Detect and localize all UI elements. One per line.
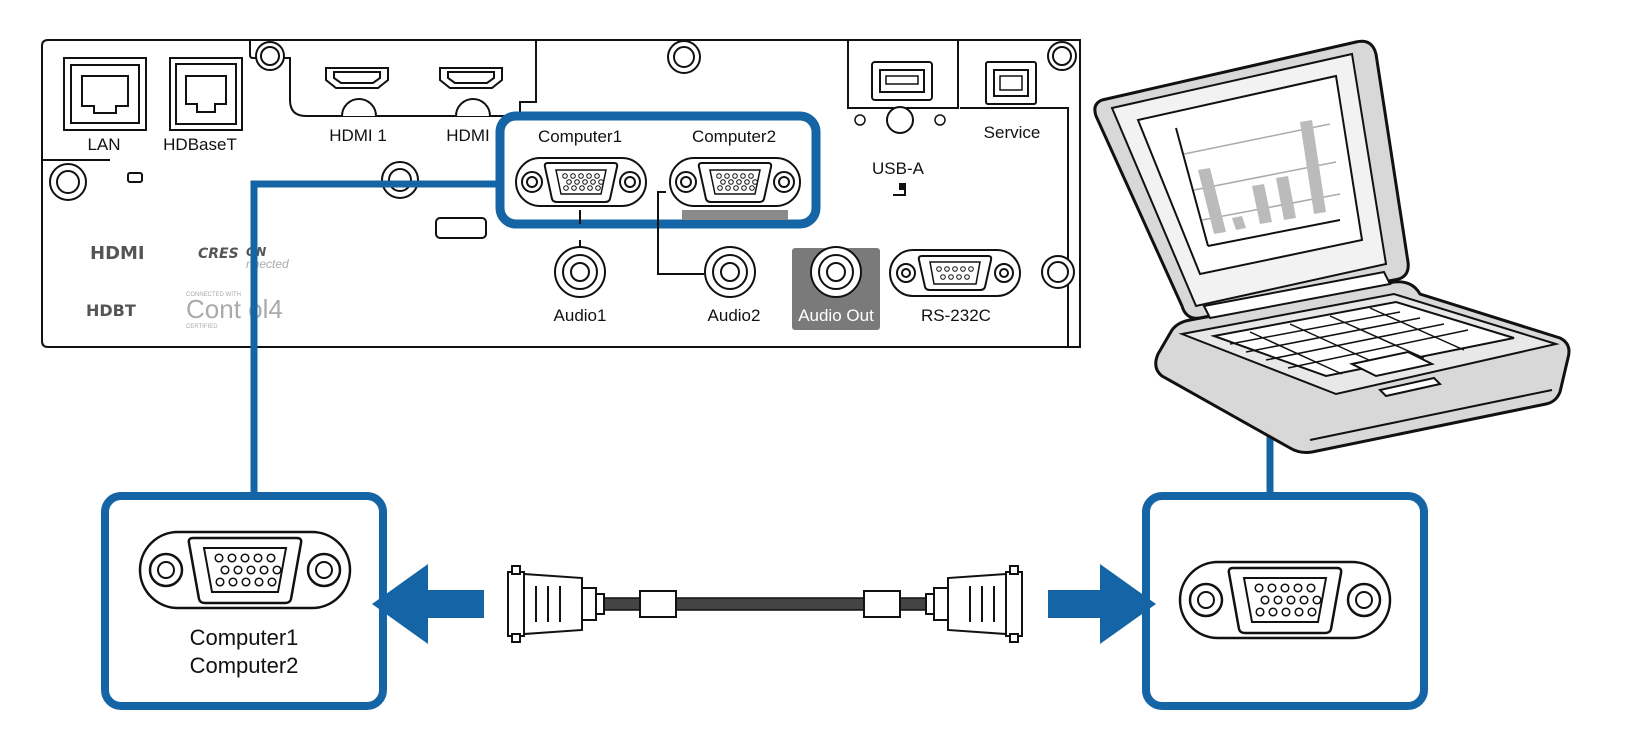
lan-label: LAN	[87, 135, 120, 154]
screw-icon	[667, 40, 701, 74]
projector-rear-panel: LAN HDBaseT HDMI 1 HDMI HDMI CRES ON	[41, 39, 1081, 348]
rs232c-label: RS-232C	[921, 306, 991, 325]
ferrite-core	[639, 590, 677, 618]
callout-laptop-port	[1142, 492, 1428, 710]
panel-button	[435, 217, 487, 239]
vga-plug-right	[925, 565, 1023, 643]
arrow-left-icon	[372, 564, 484, 644]
service-label: Service	[984, 123, 1041, 142]
screen-chart-icon	[1175, 120, 1341, 247]
hdbaset-port	[169, 57, 243, 131]
usb-a-label: USB-A	[872, 159, 925, 178]
usb-a-port	[854, 61, 946, 134]
callout-projector-port: Computer1 Computer2	[101, 492, 387, 710]
crestron-logo: CRES	[198, 246, 239, 262]
computer1-port-label: Computer1	[538, 127, 622, 146]
ferrite-core	[863, 590, 901, 618]
laptop-icon	[1093, 39, 1571, 454]
hdbaset-logo: HDBT	[86, 301, 136, 320]
control4-logo: Cont ol4	[186, 294, 283, 324]
vga-plug-left	[507, 565, 605, 643]
screw-icon	[255, 41, 285, 71]
hdmi-logo: HDMI	[90, 243, 145, 264]
vga-cable	[507, 565, 1023, 643]
audio1-jack	[554, 240, 606, 298]
computer2-grey-bar	[682, 210, 788, 220]
hdmi2-port	[439, 67, 503, 117]
audio2-jack	[704, 246, 756, 298]
hdmi1-label: HDMI 1	[329, 126, 387, 145]
screw-icon	[381, 161, 419, 199]
callout-vga-port-icon	[138, 530, 352, 610]
callout-line-left	[250, 180, 504, 492]
hdmi1-port	[325, 67, 389, 117]
screw-icon	[1041, 255, 1075, 289]
audio1-label: Audio1	[554, 306, 607, 325]
callout-laptop-vga-port-icon	[1178, 560, 1392, 640]
hdbaset-label: HDBaseT	[163, 135, 237, 154]
screw-icon	[1047, 41, 1077, 71]
audio-out-label: Audio Out	[798, 306, 874, 325]
service-port	[985, 61, 1037, 105]
screw-icon	[49, 163, 87, 201]
audio-out-jack	[810, 246, 862, 298]
indicator-led	[127, 172, 143, 183]
arrow-right-icon	[1048, 564, 1156, 644]
callout-label-computer1: Computer1	[190, 625, 299, 650]
computer2-vga-port	[669, 157, 801, 207]
audio2-label: Audio2	[708, 306, 761, 325]
callout-label-computer2: Computer2	[190, 653, 299, 678]
usb-symbol-icon	[893, 183, 906, 196]
computer2-port-label: Computer2	[692, 127, 776, 146]
control4-top-text: CONNECTED WITH	[186, 292, 241, 298]
lan-port	[63, 57, 147, 131]
control4-bottom-text: CERTIFIED	[186, 324, 218, 330]
computer1-vga-port	[515, 157, 647, 207]
rs232c-port	[889, 249, 1021, 297]
hdmi2-label: HDMI	[446, 126, 489, 145]
